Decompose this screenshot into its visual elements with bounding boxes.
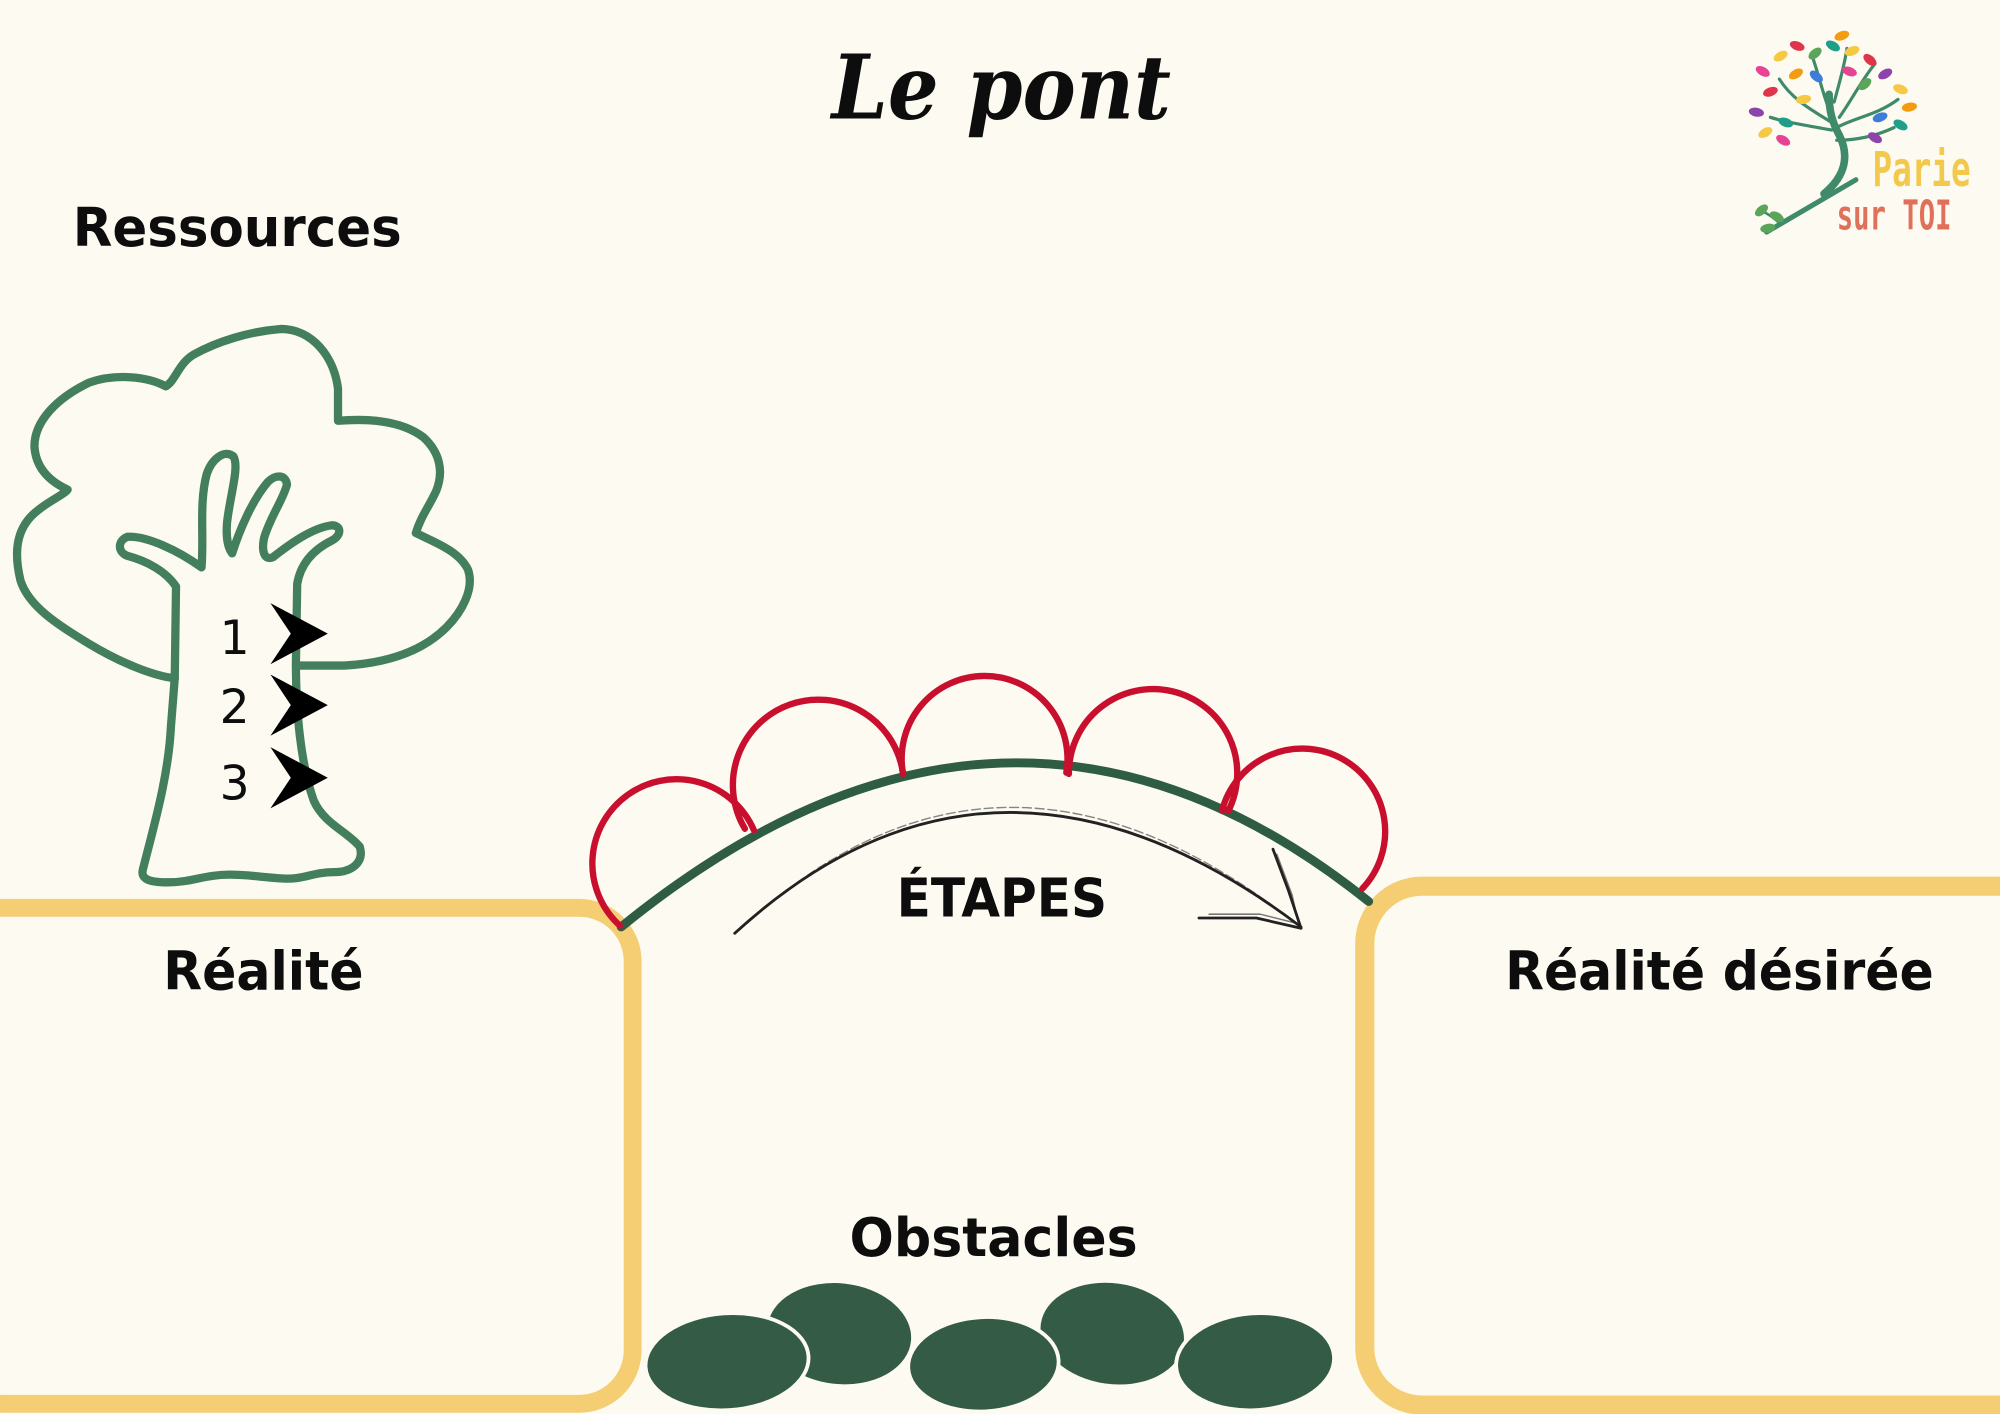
- list-item-number: 3: [220, 756, 250, 811]
- logo-leaf-icon: [1748, 107, 1764, 117]
- step-arc: [729, 696, 907, 832]
- logo-leaf-icon: [1755, 65, 1770, 77]
- logo-text-line2: sur TOI: [1837, 192, 1952, 240]
- logo-leaf-icon: [1825, 40, 1840, 52]
- logo-leaf-icon: [1863, 53, 1877, 66]
- stone-icon: [1174, 1311, 1336, 1413]
- logo-leaf-icon: [1893, 119, 1908, 131]
- logo-leaf-icon: [1878, 68, 1893, 80]
- stone-icon: [643, 1311, 811, 1413]
- logo-branch: [1835, 125, 1896, 142]
- arrowhead-right-icon: [270, 674, 328, 736]
- logo-leaf-icon: [1834, 30, 1850, 41]
- logo-leaf-icon: [1893, 84, 1908, 95]
- logo-leaf-icon: [1769, 211, 1784, 223]
- list-item: 1: [220, 603, 328, 666]
- logo-branch: [1835, 97, 1900, 130]
- sketch-arrow-head: [1208, 913, 1297, 924]
- logo-leaf-icon: [1754, 204, 1769, 217]
- logo-leaf-icon: [1809, 70, 1823, 83]
- logo-leaves: [1748, 30, 1918, 233]
- step-arc: [1218, 745, 1389, 892]
- logo-leaf-icon: [1776, 134, 1791, 146]
- resources-list: 1 2 3: [220, 603, 328, 811]
- step-arc: [898, 672, 1071, 778]
- page-title: Le pont: [829, 36, 1171, 141]
- reality-label: Réalité: [163, 939, 363, 1002]
- logo-leaf-icon: [1758, 127, 1773, 139]
- logo-leaf-icon: [1868, 132, 1882, 144]
- steps-label: ÉTAPES: [897, 867, 1107, 930]
- stone-icon: [906, 1315, 1061, 1414]
- logo-branch: [1768, 115, 1834, 132]
- step-arcs: [589, 672, 1389, 929]
- logo-root-line: [1764, 177, 1859, 235]
- logo-leaf-icon: [1808, 47, 1822, 60]
- step-arc: [1065, 685, 1241, 815]
- arrowhead-right-icon: [270, 747, 328, 809]
- logo-branch: [1837, 62, 1877, 119]
- logo: Parie sur TOI: [1748, 30, 1971, 240]
- logo-leaf-icon: [1858, 78, 1872, 91]
- desired-reality-box: [1355, 876, 2000, 1414]
- logo-leaf-icon: [1795, 94, 1812, 105]
- stones-icon: [643, 1278, 1336, 1414]
- sketch-arrow-head: [1197, 916, 1303, 930]
- logo-leaf-icon: [1788, 68, 1803, 80]
- logo-text-line1: Parie: [1872, 142, 1970, 198]
- logo-leaf-icon: [1773, 50, 1788, 62]
- tree-canopy: [12, 324, 474, 683]
- logo-leaf-icon: [1872, 112, 1888, 123]
- step-arc: [589, 776, 758, 929]
- resources-tree-icon: [12, 324, 474, 887]
- resources-heading: Ressources: [73, 196, 402, 259]
- arrowhead-right-icon: [270, 603, 328, 665]
- curved-arrow-right-icon: [733, 806, 1303, 935]
- sketch-arrow-head: [1276, 853, 1300, 924]
- reality-box: [0, 898, 642, 1413]
- list-item: 3: [220, 747, 328, 811]
- sketch-arrow-stroke: [740, 811, 1296, 928]
- logo-leaf-icon: [1901, 102, 1918, 112]
- list-item: 2: [220, 674, 328, 736]
- desired-reality-label: Réalité désirée: [1505, 939, 1934, 1002]
- list-item-number: 1: [220, 611, 250, 666]
- logo-leaf-icon: [1789, 40, 1805, 51]
- bridge-arc: [616, 758, 1374, 932]
- logo-leaf-icon: [1842, 66, 1857, 77]
- list-item-number: 2: [220, 680, 250, 735]
- obstacles-label: Obstacles: [849, 1206, 1137, 1269]
- logo-leaf-icon: [1844, 46, 1860, 56]
- tree-trunk: [115, 449, 365, 887]
- sketch-arrow-stroke: [746, 806, 1298, 926]
- logo-leaf-icon: [1760, 223, 1776, 233]
- logo-leaf-icon: [1763, 86, 1778, 97]
- logo-leaf-icon: [1778, 117, 1794, 128]
